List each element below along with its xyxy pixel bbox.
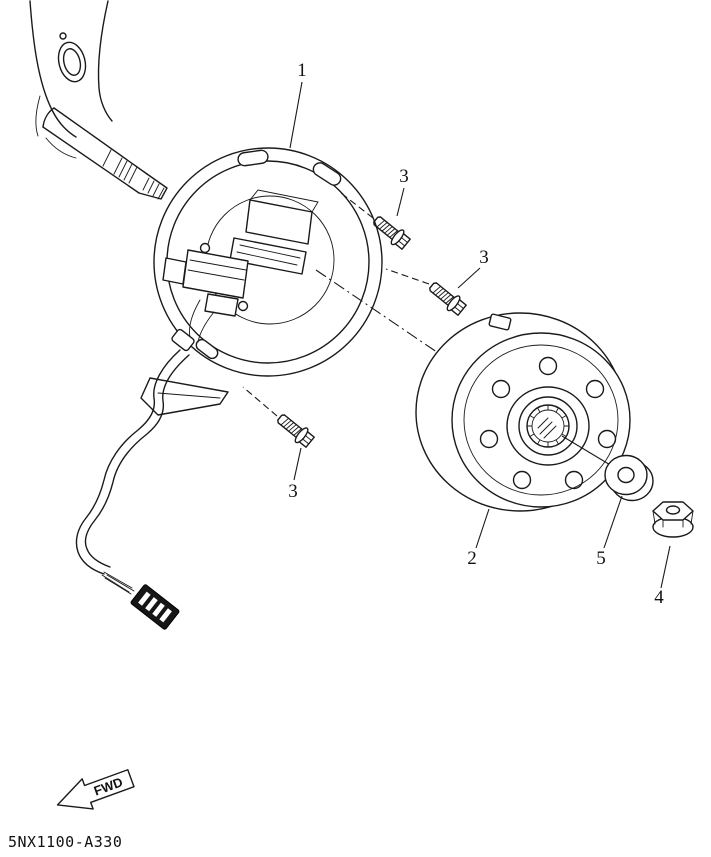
- callout-3-right: 3: [479, 247, 489, 268]
- rotor-hub: [506, 386, 590, 466]
- leader-2: [475, 508, 490, 549]
- bore-hatching: [537, 417, 557, 439]
- leader-3-bottom: [293, 447, 302, 481]
- leader-5: [603, 495, 623, 549]
- callout-4: 4: [654, 587, 664, 608]
- callout-5: 5: [596, 548, 606, 569]
- pickup-coil: [204, 293, 239, 317]
- assembly-axis-lines: [242, 192, 535, 419]
- stator-cable: [75, 349, 190, 595]
- washer: [604, 454, 654, 502]
- cable-strands: [101, 571, 135, 595]
- stator-screw: [237, 300, 249, 312]
- spline-teeth: [526, 404, 570, 448]
- callout-3-top: 3: [399, 166, 409, 187]
- callout-1: 1: [297, 60, 307, 81]
- shaft-thread-hatching: [113, 157, 165, 200]
- rotor-keyway-notch: [488, 313, 512, 331]
- leader-3-top: [396, 187, 405, 217]
- fwd-arrow: FWD: [56, 769, 135, 810]
- mount-slot-bottom: [195, 338, 219, 360]
- wire-grommet: [171, 328, 195, 352]
- leader-4: [660, 545, 671, 589]
- stator-assembly: [153, 147, 383, 377]
- ignition-coil-block: [245, 199, 313, 245]
- diagram-part-code: 5NX1100-A330: [8, 833, 122, 851]
- leader-3-right: [457, 267, 481, 289]
- mount-slot-top-right: [312, 162, 342, 186]
- flange-nut: [652, 501, 694, 538]
- mount-slot-top-left: [237, 149, 269, 167]
- callout-leaders: [289, 81, 671, 589]
- flange-bolt-bottom: [273, 409, 317, 450]
- leader-1: [289, 81, 303, 149]
- crankcase-fragment: [29, 0, 113, 159]
- callout-2: 2: [467, 548, 477, 569]
- callout-3-bottom: 3: [288, 481, 298, 502]
- hub-to-washer-line: [561, 435, 613, 467]
- rotor-bolt-holes: [479, 356, 617, 490]
- wire-connector: [130, 584, 180, 630]
- stator-screw: [199, 242, 211, 254]
- coil-terminal: [162, 257, 187, 285]
- crankshaft: [42, 107, 168, 200]
- rotor-flywheel: [415, 312, 631, 512]
